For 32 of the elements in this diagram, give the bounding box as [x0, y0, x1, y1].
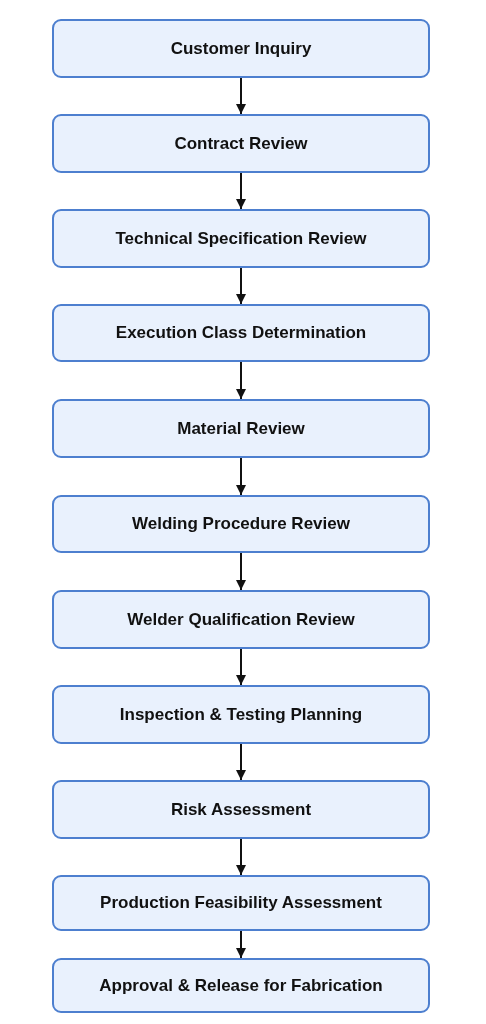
- step-label: Execution Class Determination: [115, 323, 367, 343]
- process-box: [52, 19, 430, 78]
- arrow: [236, 172, 246, 210]
- arrow: [236, 552, 246, 591]
- step-label: Technical Specification Review: [115, 228, 367, 249]
- process-box: [52, 304, 430, 362]
- process-box: [52, 875, 430, 931]
- arrow: [236, 930, 246, 959]
- arrow: [236, 361, 246, 400]
- arrow: [236, 77, 246, 115]
- step-label: Inspection & Testing Planning: [119, 704, 363, 725]
- process-box: [52, 958, 430, 1013]
- process-box: [52, 209, 430, 268]
- step-label: Approval & Release for Fabrication: [99, 975, 383, 996]
- arrow: [236, 457, 246, 496]
- arrow: [236, 648, 246, 686]
- step-label: Production Feasibility Assessment: [100, 893, 382, 913]
- step-label: Contract Review: [174, 133, 308, 154]
- arrow: [236, 838, 246, 876]
- process-box: [52, 590, 430, 649]
- process-box: [52, 685, 430, 744]
- step-label: Welding Procedure Review: [132, 514, 350, 534]
- step-label: Welder Qualification Review: [127, 609, 355, 630]
- process-box: [52, 780, 430, 839]
- process-box: [52, 399, 430, 458]
- arrow: [236, 743, 246, 781]
- process-box: [52, 495, 430, 553]
- arrow: [236, 267, 246, 305]
- step-label: Customer Inquiry: [170, 38, 312, 59]
- step-label: Risk Assessment: [170, 799, 312, 820]
- step-label: Material Review: [177, 418, 305, 439]
- process-box: [52, 114, 430, 173]
